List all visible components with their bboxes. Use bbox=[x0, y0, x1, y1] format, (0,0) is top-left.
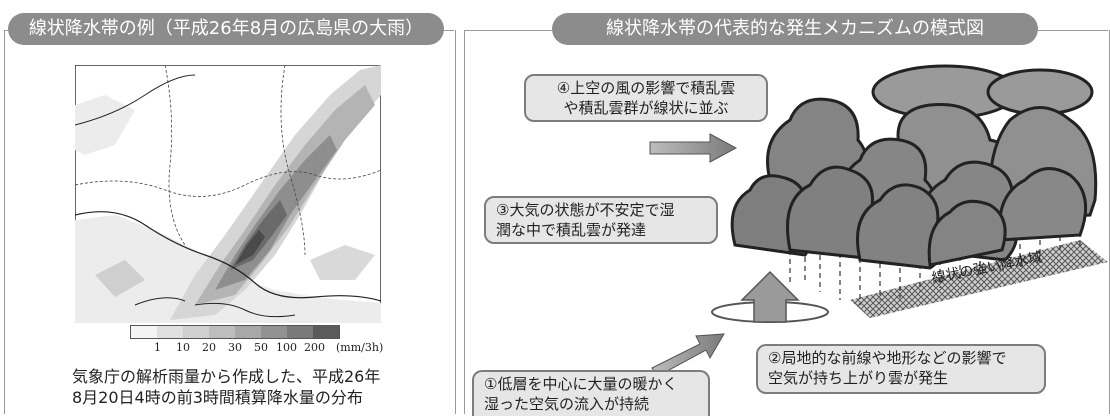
step4-box: ④上空の風の影響で積乱雲 や積乱雲群が線状に並ぶ bbox=[524, 74, 768, 122]
legend-label: 1 bbox=[154, 341, 161, 354]
step3-box: ③大気の状態が不安定で湿 潤な中で積乱雲が発達 bbox=[484, 196, 718, 244]
step3-text: ③大気の状態が不安定で湿 bbox=[496, 201, 675, 219]
left-frame-top-right bbox=[444, 30, 454, 31]
precipitation-map bbox=[75, 65, 381, 323]
precipitation-legend: 1 10 20 30 50 100 200 (mm/3h) bbox=[130, 325, 383, 354]
legend-label: 30 bbox=[228, 341, 242, 354]
caption-line: 気象庁の解析雨量から作成した、平成26年 bbox=[72, 367, 381, 386]
legend-swatch bbox=[157, 326, 183, 338]
upper-wind-arrow bbox=[649, 133, 738, 163]
step3-text: 潤な中で積乱雲が発達 bbox=[496, 221, 647, 239]
right-frame-top bbox=[464, 30, 552, 31]
legend-label: 20 bbox=[202, 341, 216, 354]
left-frame-top bbox=[4, 30, 8, 31]
cumulonimbus-clouds bbox=[730, 64, 1098, 270]
step2-text: ②局地的な前線や地形などの影響で bbox=[768, 349, 1007, 367]
legend-label: 10 bbox=[176, 341, 190, 354]
legend-swatch bbox=[131, 326, 157, 338]
legend-swatch bbox=[209, 326, 235, 338]
left-panel bbox=[4, 30, 456, 414]
rain-area bbox=[850, 240, 1108, 318]
step1-box: ①低層を中心に大量の暖かく 湿った空気の流入が持続 bbox=[472, 370, 710, 416]
legend-label: 200 bbox=[304, 341, 325, 354]
legend-swatch bbox=[183, 326, 209, 338]
legend-swatch bbox=[261, 326, 287, 338]
right-panel-title: 線状降水帯の代表的な発生メカニズムの模式図 bbox=[552, 13, 1038, 45]
legend-label: 50 bbox=[254, 341, 268, 354]
step2-text: 空気が持ち上がり雲が発生 bbox=[768, 369, 949, 387]
legend-color-bar bbox=[130, 325, 340, 339]
legend-swatch bbox=[235, 326, 261, 338]
map-caption: 気象庁の解析雨量から作成した、平成26年 8月20日4時の前3時間積算降水量の分… bbox=[72, 366, 432, 408]
legend-unit: (mm/3h) bbox=[336, 341, 384, 354]
legend-swatch bbox=[313, 326, 339, 338]
step1-text: ①低層を中心に大量の暖かく bbox=[484, 375, 678, 393]
updraft-arrow bbox=[740, 270, 800, 323]
step1-text: 湿った空気の流入が持続 bbox=[484, 395, 650, 413]
legend-label: 100 bbox=[276, 341, 297, 354]
right-frame-top-right bbox=[1038, 30, 1108, 31]
step4-text: ④上空の風の影響で積乱雲 bbox=[556, 79, 736, 97]
step2-box: ②局地的な前線や地形などの影響で 空気が持ち上がり雲が発生 bbox=[756, 344, 1046, 394]
legend-swatch bbox=[287, 326, 313, 338]
caption-line: 8月20日4時の前3時間積算降水量の分布 bbox=[72, 388, 363, 407]
left-panel-title: 線状降水帯の例（平成26年8月の広島県の大雨） bbox=[8, 13, 444, 45]
step4-text: や積乱雲群が線状に並ぶ bbox=[563, 99, 729, 117]
